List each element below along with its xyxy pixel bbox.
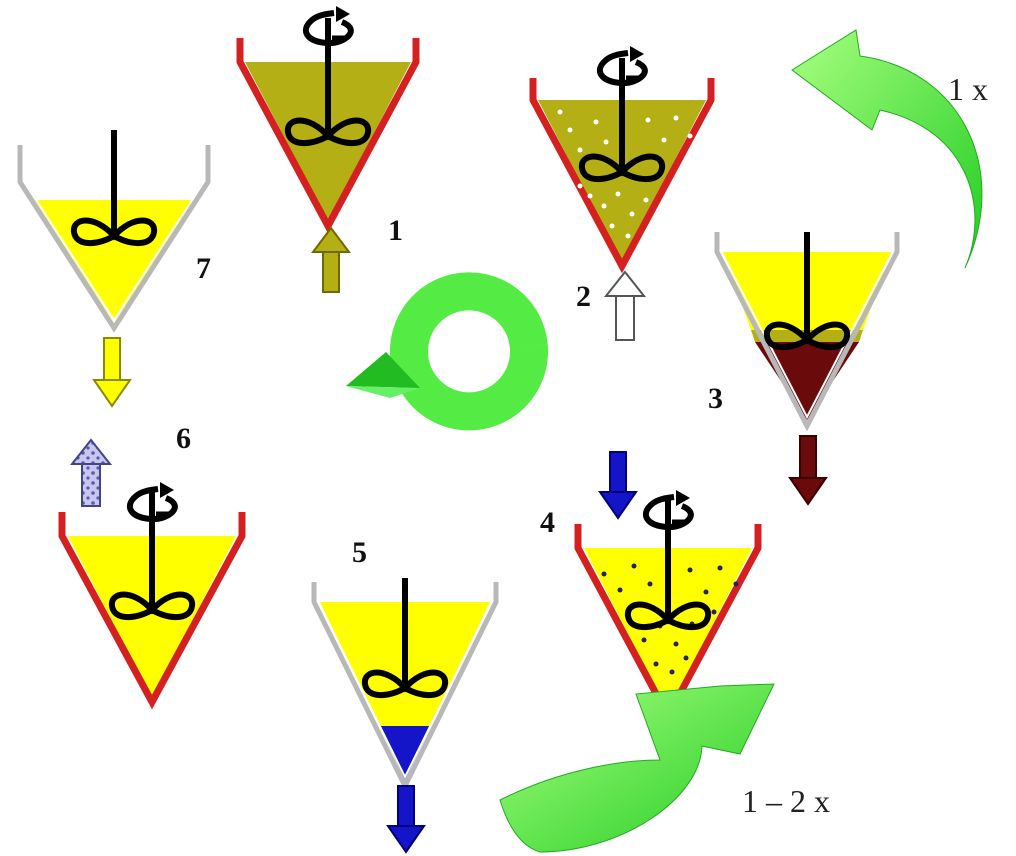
step-1-number: 1 [388,214,403,247]
rotation-arrow-icon [643,490,694,530]
step-5-number: 5 [352,536,367,569]
step-4-number: 4 [540,506,555,539]
step-6-vessel: 6 [58,422,246,710]
repeat-arrow-lower [499,683,775,853]
vessel-6-liquid [68,536,236,698]
vessel-3-sediment [755,342,859,420]
step-2-inflow-arrow [603,270,647,341]
step-3-number: 3 [708,382,723,415]
vessel-7-wall [17,145,211,333]
stirrer-icon [108,492,196,620]
rotation-arrow-icon [127,482,178,522]
step-7-vessel: 7 [17,130,211,408]
step-2-number: 2 [576,280,591,313]
stirrer-icon [70,130,158,246]
stirrer-icon [578,58,666,182]
particles [601,563,739,675]
step-3-vessel: 3 [708,232,900,506]
step-1-inflow-arrow [311,226,351,293]
vessel-6-wall [58,512,246,710]
step-1-vessel: 1 [236,6,420,293]
rotation-arrow-icon [303,6,354,46]
repeat-label-upper: 1 x [948,71,988,107]
step-7-outflow-arrow [92,337,132,408]
step-4-vessel: 4 [540,451,762,724]
step-4-inflow-arrow [598,451,638,520]
step-5-vessel: 5 [311,536,499,854]
repeat-label-lower: 1 – 2 x [742,783,830,819]
stirrer-icon [624,500,712,630]
vessel-1-wall [236,38,420,234]
rotation-arrow-icon [597,46,648,86]
vessel-4-liquid [584,548,752,712]
particles [557,109,693,239]
vessel-3-wall [714,232,900,432]
step-5-outflow-arrow [386,785,426,854]
stirrer-icon [763,232,851,350]
stirrer-icon [284,18,372,146]
step-6-number: 6 [176,422,191,455]
step-2-vessel: 2 [529,46,715,341]
stirrer-icon [361,578,449,698]
step-6-inflow-arrow [69,438,113,507]
step-7-number: 7 [196,252,211,285]
vessel-2-wall [529,78,715,274]
vessel-5-water [379,726,431,780]
step-3-outflow-arrow [788,435,828,506]
cycle-arrow-icon [346,272,548,431]
vessel-1-liquid [245,62,411,221]
repeat-arrow-upper [791,29,983,269]
